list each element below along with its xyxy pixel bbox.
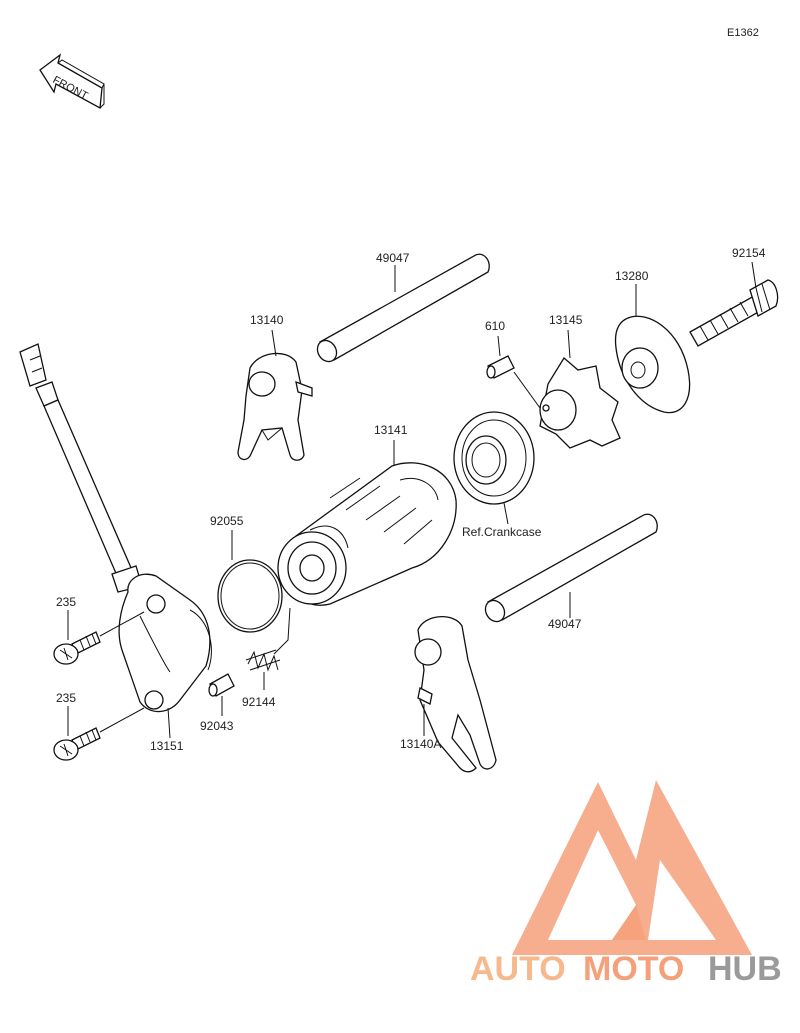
label-drum: 13141: [374, 423, 408, 437]
leader-holder: [567, 329, 571, 359]
bolt: [689, 279, 779, 347]
label-spring: 92144: [242, 695, 276, 709]
leader-screw-upper-to-sensor: [99, 611, 145, 637]
drum-holder: [539, 357, 621, 449]
shift-drum: [277, 462, 457, 606]
dowel-pin: [486, 355, 515, 379]
leader-pin: [497, 335, 501, 357]
front-arrow-icon: FRONT: [39, 53, 105, 110]
shift-fork-lower: [414, 616, 497, 773]
label-fork-lower: 13140A: [400, 737, 441, 751]
leader-screw-lower-to-sensor: [99, 707, 145, 733]
shaft-upper: [316, 253, 490, 363]
label-shaft-upper: 49047: [376, 251, 410, 265]
shift-fork-upper: [237, 352, 313, 461]
screw-lower: [53, 727, 101, 761]
watermark-word-auto: AUTO: [470, 950, 566, 988]
leader-bearing: [503, 502, 509, 525]
leader-pin-to-holder: [513, 371, 541, 409]
leader-spring: [263, 607, 291, 690]
label-holder: 13145: [549, 313, 583, 327]
label-fork-upper: 13140: [250, 313, 284, 327]
leader-fork-upper: [271, 329, 277, 357]
watermark-logo: [512, 780, 752, 955]
label-bolt: 92154: [732, 246, 766, 260]
bearing: [453, 411, 535, 505]
small-pin: [208, 673, 235, 697]
screw-upper: [53, 631, 101, 665]
label-sensor: 13151: [150, 739, 184, 753]
label-screw-lower: 235: [56, 691, 76, 705]
label-plate: 13280: [615, 269, 649, 283]
watermark-word-moto: MOTO: [583, 950, 684, 988]
gear-position-sensor: [19, 343, 212, 713]
label-oring: 92055: [210, 514, 244, 528]
o-ring: [217, 559, 283, 633]
reference-note: Ref.Crankcase: [462, 525, 542, 539]
shaft-lower: [484, 513, 658, 623]
label-pin: 610: [485, 319, 505, 333]
spring: [245, 649, 281, 672]
leader-sensor: [167, 707, 171, 739]
label-shaft-lower: 49047: [548, 617, 582, 631]
label-screw-upper: 235: [56, 595, 76, 609]
diagram-code: E1362: [727, 27, 759, 39]
leader-bolt: [751, 261, 757, 289]
positioning-plate: [614, 315, 691, 414]
label-small-pin: 92043: [200, 719, 234, 733]
watermark-word-hub: HUB: [708, 950, 782, 988]
